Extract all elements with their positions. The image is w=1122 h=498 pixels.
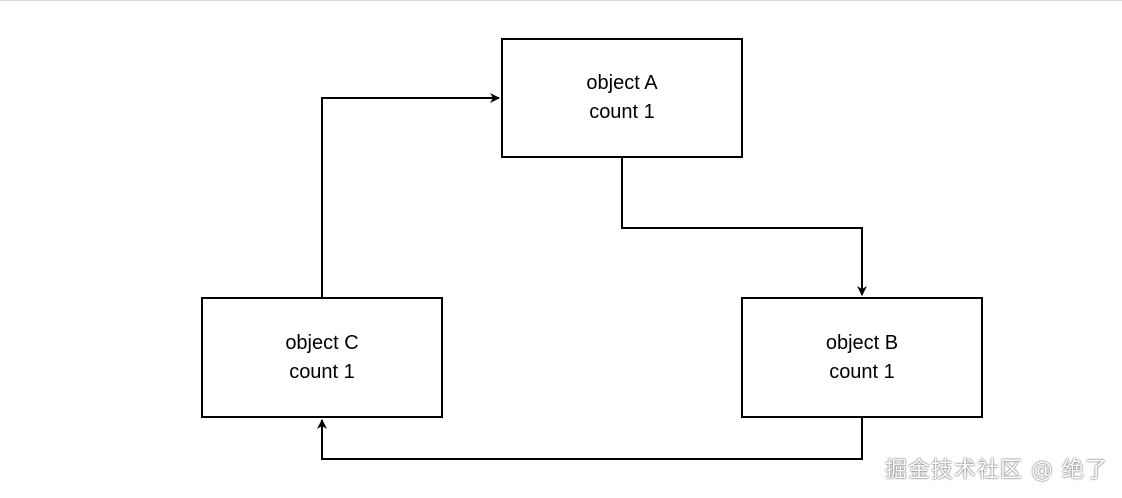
node-a-count: count 1 bbox=[589, 101, 655, 123]
node-object-b[interactable]: object B count 1 bbox=[741, 297, 983, 418]
watermark: 掘金技术社区 @ 绝了 bbox=[885, 458, 1108, 483]
node-b-count: count 1 bbox=[829, 360, 895, 383]
edge-b-to-c bbox=[317, 418, 863, 460]
node-object-a[interactable]: object A count 1 bbox=[501, 38, 743, 158]
top-border-line bbox=[0, 0, 1122, 1]
edge-c-to-a bbox=[321, 93, 500, 297]
node-object-c[interactable]: object C count 1 bbox=[201, 297, 443, 418]
node-a-name: object A bbox=[586, 72, 658, 94]
node-c-name: object C bbox=[285, 331, 359, 354]
node-b-name: object B bbox=[825, 331, 899, 354]
node-c-count: count 1 bbox=[289, 360, 355, 383]
edge-a-to-b bbox=[621, 158, 867, 296]
